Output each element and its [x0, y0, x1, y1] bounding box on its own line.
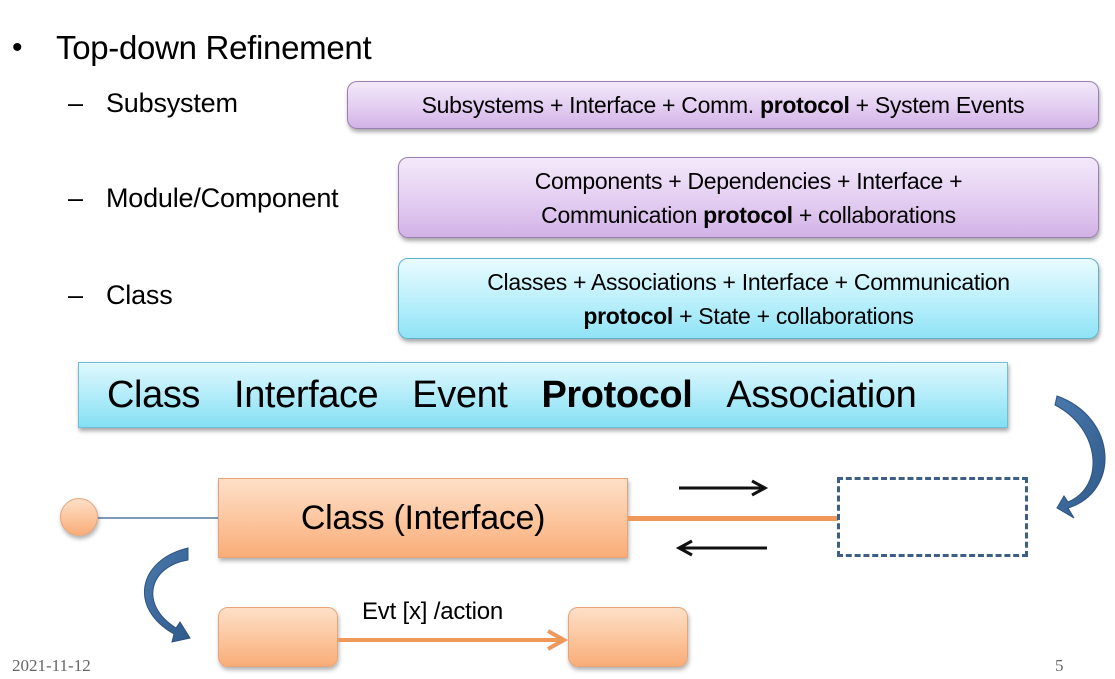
- box-text-line: Classes + Associations + Interface + Com…: [487, 265, 1010, 299]
- transition-arrow-icon: [338, 629, 569, 651]
- associated-class-placeholder: [837, 477, 1028, 557]
- concept-class: Class: [107, 373, 201, 416]
- level-label-class: Class: [106, 280, 173, 310]
- slide-title: Top-down Refinement: [56, 29, 372, 66]
- level-label-subsystem: Subsystem: [106, 88, 238, 118]
- message-arrow-right-icon: [679, 479, 769, 497]
- interface-connector-line: [98, 517, 218, 519]
- subsystem-box-text: Subsystems + Interface + Comm. protocol …: [422, 88, 1025, 122]
- box-text-segment: Subsystems + Interface + Comm.: [421, 92, 760, 118]
- concept-interface: Interface: [234, 373, 379, 416]
- association-line: [628, 516, 838, 521]
- emphasis-text: protocol: [703, 201, 793, 228]
- box-text-segment: Components + Dependencies + Interface +: [534, 167, 963, 194]
- state-box-source: [218, 607, 338, 667]
- level-dash: –: [68, 183, 84, 213]
- curved-arrow-down-icon: [144, 547, 191, 643]
- page-number: 5: [1055, 656, 1064, 675]
- box-text-line: protocol + State + collaborations: [487, 299, 1010, 333]
- class-interface-box: Class (Interface): [218, 478, 628, 558]
- module-component-box-text: Components + Dependencies + Interface + C…: [535, 164, 963, 232]
- concept-protocol: Protocol: [541, 373, 693, 416]
- box-text-segment: + collaborations: [792, 201, 956, 228]
- box-text-segment: Communication: [541, 201, 704, 228]
- box-text-line: Subsystems + Interface + Comm. protocol …: [422, 88, 1025, 122]
- lollipop-circle-icon: [60, 498, 98, 536]
- transition-label: Evt [x] /action: [362, 598, 504, 625]
- level-label-module-component: Module/Component: [106, 183, 339, 213]
- title-bullet: •: [12, 31, 23, 64]
- level-dash: –: [68, 280, 84, 310]
- class-interface-label: Class (Interface): [300, 498, 546, 537]
- message-arrow-left-icon: [675, 539, 767, 557]
- concept-event: Event: [412, 373, 508, 416]
- box-text-segment: Classes + Associations + Interface + Com…: [487, 268, 1010, 295]
- class-box-description-text: Classes + Associations + Interface + Com…: [487, 265, 1010, 333]
- box-text-segment: + State + collaborations: [673, 302, 914, 329]
- emphasis-text: protocol: [583, 302, 673, 329]
- concept-association: Association: [726, 373, 917, 416]
- box-text-line: Communication protocol + collaborations: [535, 198, 963, 232]
- state-box-target: [568, 607, 688, 667]
- class-box-description: Classes + Associations + Interface + Com…: [398, 258, 1099, 339]
- box-text-segment: + System Events: [849, 92, 1025, 118]
- footer-date: 2021-11-12: [12, 656, 91, 675]
- concept-bar: Class Interface Event Protocol Associati…: [78, 362, 1008, 428]
- subsystem-box: Subsystems + Interface + Comm. protocol …: [347, 81, 1099, 129]
- curved-arrow-icon: [1054, 395, 1106, 519]
- level-dash: –: [68, 88, 84, 118]
- module-component-box: Components + Dependencies + Interface + C…: [398, 157, 1099, 238]
- box-text-line: Components + Dependencies + Interface +: [535, 164, 963, 198]
- emphasis-text: protocol: [759, 92, 850, 118]
